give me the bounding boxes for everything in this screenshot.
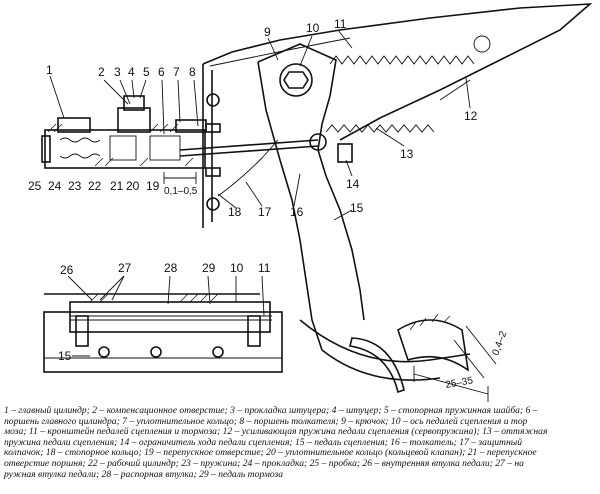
pedal-bracket [202,3,593,228]
callout-29: 29 [202,261,216,275]
caption-line: пружина педали сцепления; 14 – ограничит… [4,436,522,448]
clutch-pedal-diagram: 1 2 3 4 5 6 7 8 9 10 11 12 13 14 15 16 1… [28,3,593,402]
pedal-pads [349,313,470,394]
caption-line: ружная втулка педали; 28 – распорная вту… [4,468,284,480]
pedal-stop [337,143,353,163]
caption-line: 1 – главный цилиндр; 2 – компенсационное… [4,405,538,416]
callout-22: 22 [88,179,102,193]
callout-20: 20 [126,179,140,193]
callout-7: 7 [173,65,180,79]
caption-line: колпачок; 18 – стопорное кольцо; 19 – пе… [4,447,537,459]
leader-lines [49,29,471,357]
callout-28: 28 [164,261,178,275]
callout-23: 23 [68,179,82,193]
caption-line: моза; 11 – кронштейн педалей сцепления и… [4,426,548,438]
callout-6: 6 [158,65,165,79]
master-cylinder [41,93,319,211]
dimension-lines [163,172,497,402]
callout-15: 15 [350,201,364,215]
callout-14: 14 [346,177,360,191]
callout-13: 13 [400,147,414,161]
callout-19: 19 [146,179,160,193]
callout-26: 26 [60,263,74,277]
callout-1: 1 [46,63,53,77]
springs [325,35,491,133]
callout-4: 4 [128,65,135,79]
dimension-pedal-play: 0,4–2 [490,329,509,357]
callout-21: 21 [110,179,124,193]
callout-17: 17 [258,205,272,219]
caption-line: отверстие поршня; 22 – рабочий цилиндр; … [4,457,524,469]
dimension-gap: 0,1–0,5 [164,186,198,197]
callout-18: 18 [228,205,242,219]
figure-caption: 1 – главный цилиндр; 2 – компенсационное… [4,405,598,492]
callout-2: 2 [98,65,105,79]
callout-15-lower: 15 [58,349,72,363]
callout-9: 9 [264,25,271,39]
protective-cap [217,139,279,197]
pedal-axis-section [43,293,283,373]
callout-12: 12 [464,109,478,123]
callout-3: 3 [114,65,121,79]
callout-10: 10 [306,21,320,35]
caption-line: поршень главного цилиндра; 7 – уплотните… [4,415,528,427]
callout-25: 25 [28,179,42,193]
callout-5: 5 [143,65,150,79]
callout-11-lower: 11 [258,261,271,275]
dimension-pedal-travel: 25–35 [445,375,475,391]
callout-24: 24 [48,179,62,193]
callout-8: 8 [189,65,196,79]
clutch-pedal [257,43,471,381]
callout-27: 27 [118,261,132,275]
callout-11: 11 [334,17,347,31]
callout-16: 16 [290,205,304,219]
callout-10-lower: 10 [230,261,244,275]
